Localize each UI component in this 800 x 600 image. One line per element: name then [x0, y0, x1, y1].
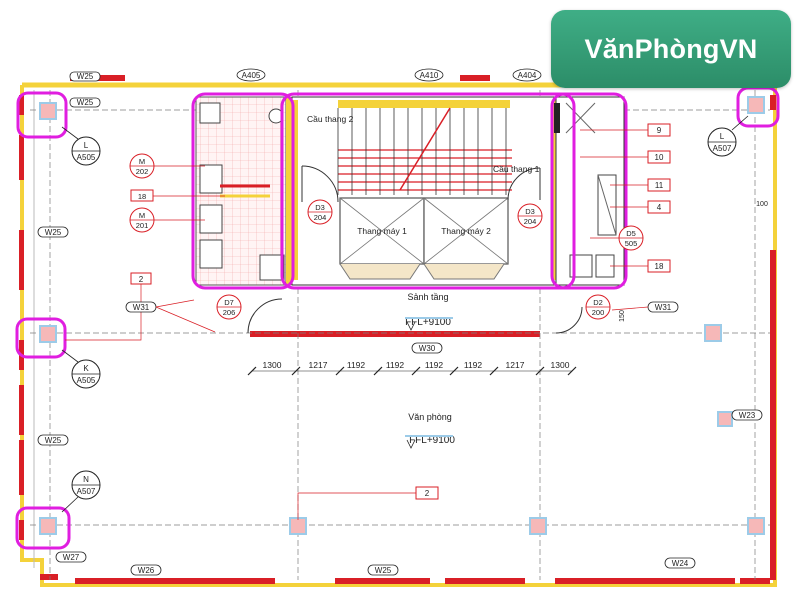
room-labels: Cầu thang 2 Cầu thang 1 Thang máy 1 Than…	[307, 114, 540, 446]
tag-d3b-bottom: 204	[524, 217, 537, 226]
room-stair-1: Cầu thang 1	[493, 164, 540, 174]
tag-m201-top: M	[139, 211, 145, 220]
tag-10: 10	[655, 153, 664, 162]
grid-tag-a404: A404	[518, 71, 537, 80]
dim-4: 1192	[386, 360, 405, 370]
dim-right-150: 150	[619, 310, 626, 322]
tag-d5-top: D5	[626, 229, 636, 238]
grid-tag-w25-top2: W25	[77, 98, 94, 107]
section-k-letter: K	[83, 364, 89, 373]
vanphongvn-logo: VănPhòngVN	[551, 10, 791, 88]
equipment-tags: 9 10 11 4 18 2 2	[65, 123, 671, 520]
tag-18b: 18	[655, 262, 664, 271]
structural-columns	[39, 96, 765, 535]
tag-d7-bottom: 206	[223, 308, 236, 317]
tag-2a: 2	[139, 275, 144, 284]
room-office: Văn phòng	[408, 412, 452, 422]
tag-m201-bottom: 201	[136, 221, 149, 230]
room-lobby: Sảnh tầng	[407, 292, 448, 302]
section-l-sheet: A505	[77, 153, 96, 162]
grid-tag-a405: A405	[242, 71, 261, 80]
section-l-right-sheet: A507	[713, 144, 732, 153]
section-n-sheet: A507	[77, 487, 96, 496]
room-lift-2: Thang máy 2	[441, 226, 491, 236]
tag-m202-bottom: 202	[136, 167, 149, 176]
stair-1	[554, 96, 625, 286]
section-l-letter: L	[84, 141, 89, 150]
side-dimensions: 100 150	[619, 201, 768, 322]
tag-d2-bottom: 200	[592, 308, 605, 317]
tag-9: 9	[657, 126, 662, 135]
dim-2: 1217	[309, 360, 328, 370]
wall-tag-w25-a: W25	[45, 228, 62, 237]
room-lobby-level: FFL+9100	[405, 317, 451, 328]
dimension-row: 1300 1217 1192 1192 1192 1192 1217 1300	[247, 360, 577, 376]
section-marker-n: N A507	[61, 470, 101, 513]
room-stair-2: Cầu thang 2	[307, 114, 354, 124]
wall-tag-w27: W27	[63, 553, 80, 562]
toilet-zone	[195, 96, 292, 286]
dim-6: 1192	[464, 360, 483, 370]
room-lift-1: Thang máy 1	[357, 226, 407, 236]
wall-type-tags: W25 W25 W31 W31 W30 W23 W27 W26 W25 W24	[37, 226, 763, 576]
tag-d3a-bottom: 204	[314, 213, 327, 222]
section-marker-k: K A505	[61, 349, 101, 389]
highlight-outlines	[15, 86, 780, 550]
room-office-level: FFL+9100	[409, 435, 455, 446]
section-marker-l: L A505	[61, 126, 101, 166]
tag-2b: 2	[425, 489, 430, 498]
tag-18a: 18	[138, 192, 146, 201]
section-marker-l-right: L A507	[707, 115, 749, 157]
dim-3: 1192	[347, 360, 366, 370]
level-markers	[405, 317, 453, 449]
tag-11: 11	[655, 181, 664, 190]
dim-right-100: 100	[756, 201, 768, 208]
section-k-sheet: A505	[77, 376, 96, 385]
tag-m202-top: M	[139, 157, 145, 166]
wall-tag-w25-bottom: W25	[375, 566, 392, 575]
section-l-right-letter: L	[720, 132, 725, 141]
dim-1: 1300	[263, 360, 282, 370]
wall-tag-w25-b: W25	[45, 436, 62, 445]
wall-tag-w23: W23	[739, 411, 756, 420]
tag-d3a-top: D3	[315, 203, 325, 212]
grid-tags-top: W25 W25 A405 A410 A404	[69, 68, 542, 108]
dim-5: 1192	[425, 360, 444, 370]
wall-tag-w31-left: W31	[133, 303, 150, 312]
tag-d2-top: D2	[593, 298, 603, 307]
dim-8: 1300	[551, 360, 570, 370]
wall-tag-w26: W26	[138, 566, 155, 575]
tag-d5-bottom: 505	[625, 239, 638, 248]
wall-tag-w31-right: W31	[655, 303, 672, 312]
tag-markers: M 202 M 201 18 D3 204 D3 204 D7 206 D2 2…	[129, 153, 644, 320]
grid-tag-a410: A410	[420, 71, 439, 80]
tag-d3b-top: D3	[525, 207, 535, 216]
grid-tag-w25-top: W25	[77, 72, 94, 81]
wall-tag-w24: W24	[672, 559, 689, 568]
exterior-walls	[19, 75, 776, 584]
elevator-shafts	[339, 197, 509, 280]
tag-4: 4	[657, 203, 662, 212]
wall-tag-w30: W30	[419, 344, 436, 353]
doors	[247, 165, 583, 334]
section-n-letter: N	[83, 475, 89, 484]
tag-d7-top: D7	[224, 298, 234, 307]
dim-7: 1217	[506, 360, 525, 370]
